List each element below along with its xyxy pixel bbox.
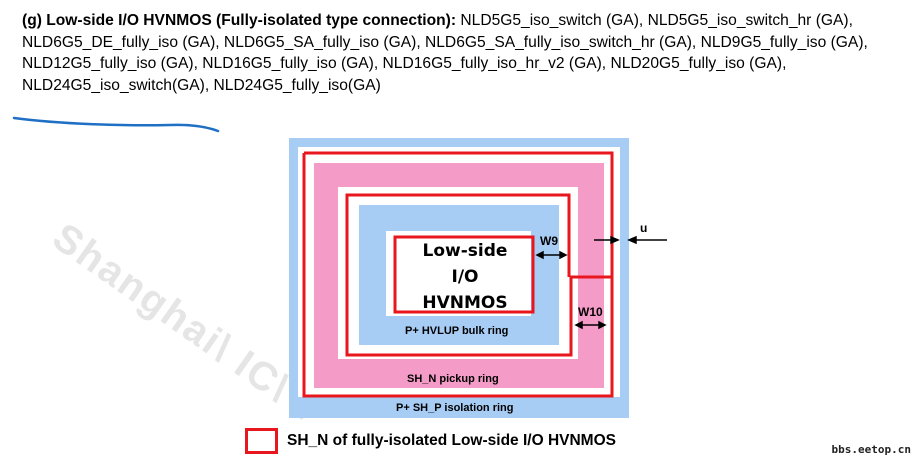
legend-label: SH_N of fully-isolated Low-side I/O HVNM… <box>287 432 616 449</box>
w9-label: W9 <box>540 234 558 248</box>
site-watermark: bbs.eetop.cn <box>831 443 911 456</box>
sh-n-outer-outline <box>304 151 614 357</box>
pickup-ring-label: SH_N pickup ring <box>407 373 499 385</box>
underline-stroke <box>12 116 220 133</box>
paragraph-body: NLD5G5_iso_switch (GA), NLD5G5_iso_switc… <box>22 12 868 94</box>
u-arrows <box>594 235 667 245</box>
w9-arrow <box>535 250 568 260</box>
device-outline <box>393 235 535 314</box>
w10-arrow <box>574 320 607 330</box>
device-label-line2: I/O <box>451 267 479 287</box>
description-paragraph: (g) Low-side I/O HVNMOS (Fully-isolated … <box>22 10 912 96</box>
w10-label: W10 <box>578 305 603 319</box>
sh-n-outer-bottom <box>302 153 614 398</box>
paragraph-heading: (g) Low-side I/O HVNMOS (Fully-isolated … <box>22 12 457 29</box>
device-label: Low-side I/O HVNMOS <box>396 238 534 316</box>
device-label-line3: HVNMOS <box>422 293 508 313</box>
legend-swatch <box>245 428 278 454</box>
bulk-ring-label: P+ HVLUP bulk ring <box>405 325 509 337</box>
device-label-line1: Low-side <box>422 241 508 261</box>
device-area <box>386 231 531 316</box>
isolation-ring-label: P+ SH_P isolation ring <box>396 402 514 414</box>
u-label: u <box>640 221 648 235</box>
